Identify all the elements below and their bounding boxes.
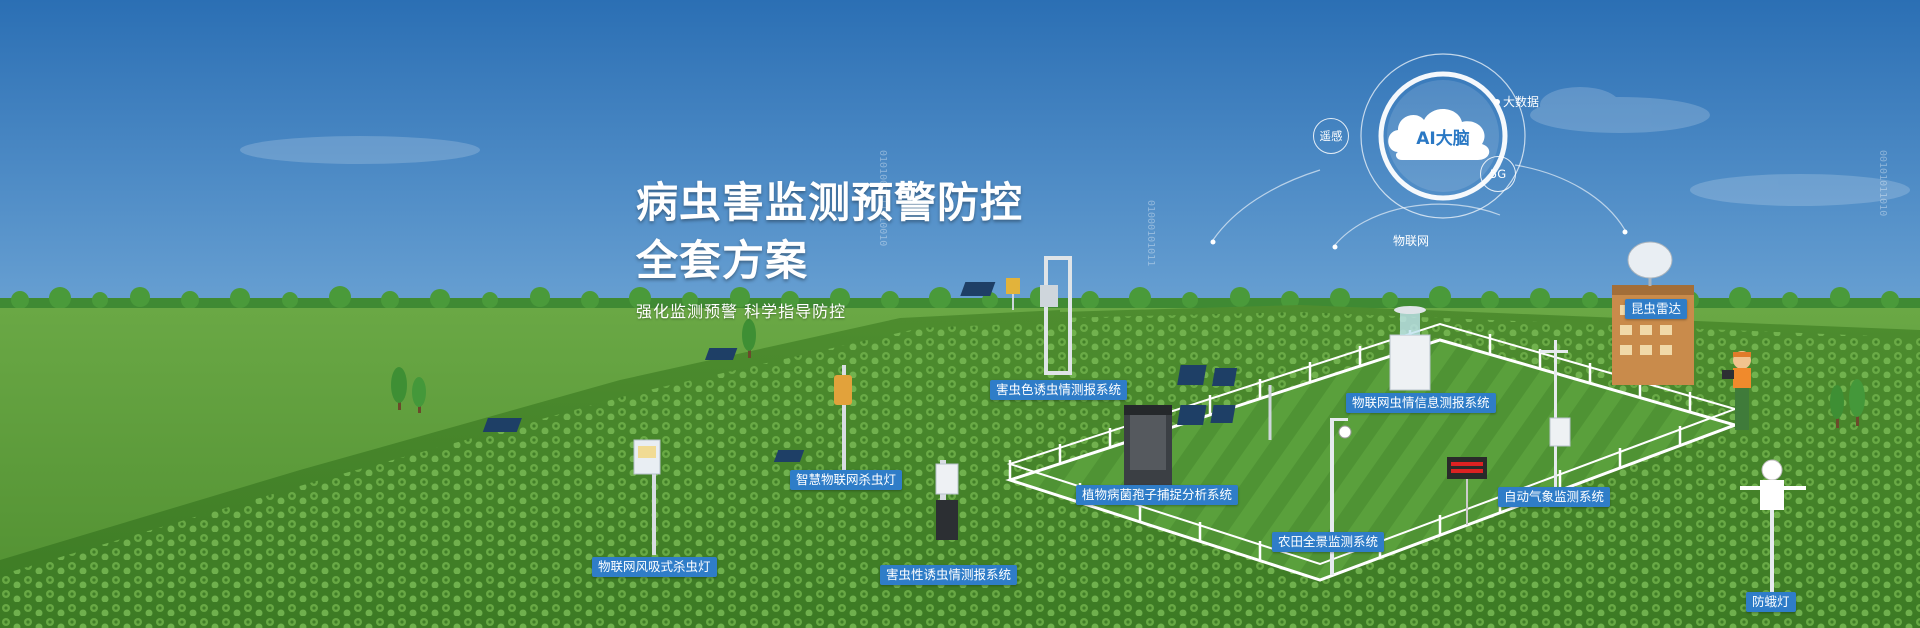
trees	[391, 319, 1865, 428]
spore-capture-device	[1124, 405, 1172, 485]
svg-text:01000101011: 01000101011	[1145, 200, 1156, 266]
smart-iot-lamp-device	[704, 348, 852, 470]
svg-text:00101011010: 00101011010	[1877, 150, 1888, 216]
hero-title: 病虫害监测预警防控 全套方案	[636, 174, 1023, 290]
iot-pest-station-device	[1389, 306, 1431, 391]
tag-insect-radar: 昆虫雷达	[1625, 299, 1688, 319]
moth-lamp-device	[1740, 459, 1806, 595]
iot-label: 物联网	[1393, 234, 1430, 248]
network-arcs	[1212, 53, 1626, 246]
solar-panel-array	[1177, 365, 1272, 440]
five-g-label: 5G	[1489, 167, 1507, 181]
tag-iot-pest-system: 物联网虫情信息测报系统	[1346, 393, 1496, 413]
remote-sensing-label: 遥感	[1319, 129, 1343, 143]
tag-color-lure-system: 害虫色诱虫情测报系统	[990, 380, 1128, 400]
five-g-node: 5G	[1480, 156, 1516, 192]
tag-weather-system: 自动气象监测系统	[1498, 487, 1611, 507]
svg-text:0101001011010010: 0101001011010010	[877, 150, 888, 246]
network-nodes	[1210, 99, 1628, 250]
fenced-plot	[1010, 340, 1735, 580]
ai-brain-cloud	[1387, 80, 1499, 192]
hero-title-line2: 全套方案	[636, 236, 809, 285]
ai-brain-label: AI大脑	[1416, 128, 1470, 149]
remote-sensing-node: 遥感	[1313, 118, 1349, 154]
tag-panorama-system: 农田全景监测系统	[1272, 532, 1385, 552]
tag-moth-lamp: 防蛾灯	[1746, 592, 1796, 612]
panorama-camera-device	[1330, 418, 1352, 575]
tag-sex-lure-system: 害虫性诱虫情测报系统	[880, 565, 1018, 585]
led-display-board	[1447, 457, 1487, 525]
hero-title-line1: 病虫害监测预警防控	[636, 178, 1024, 227]
hero-subtitle: 强化监测预警 科学指导防控	[636, 302, 847, 321]
color-lure-system-device	[960, 256, 1072, 375]
big-data-label: 大数据	[1503, 95, 1540, 109]
tag-wind-suction-lamp: 物联网风吸式杀虫灯	[592, 557, 717, 577]
tag-smart-iot-lamp: 智慧物联网杀虫灯	[790, 470, 903, 490]
wind-suction-lamp-device	[482, 418, 661, 555]
tag-spore-system: 植物病菌孢子捕捉分析系统	[1076, 485, 1239, 505]
farmer-figure	[1722, 351, 1751, 430]
clouds	[240, 87, 1910, 206]
sex-lure-system-device	[773, 450, 959, 540]
